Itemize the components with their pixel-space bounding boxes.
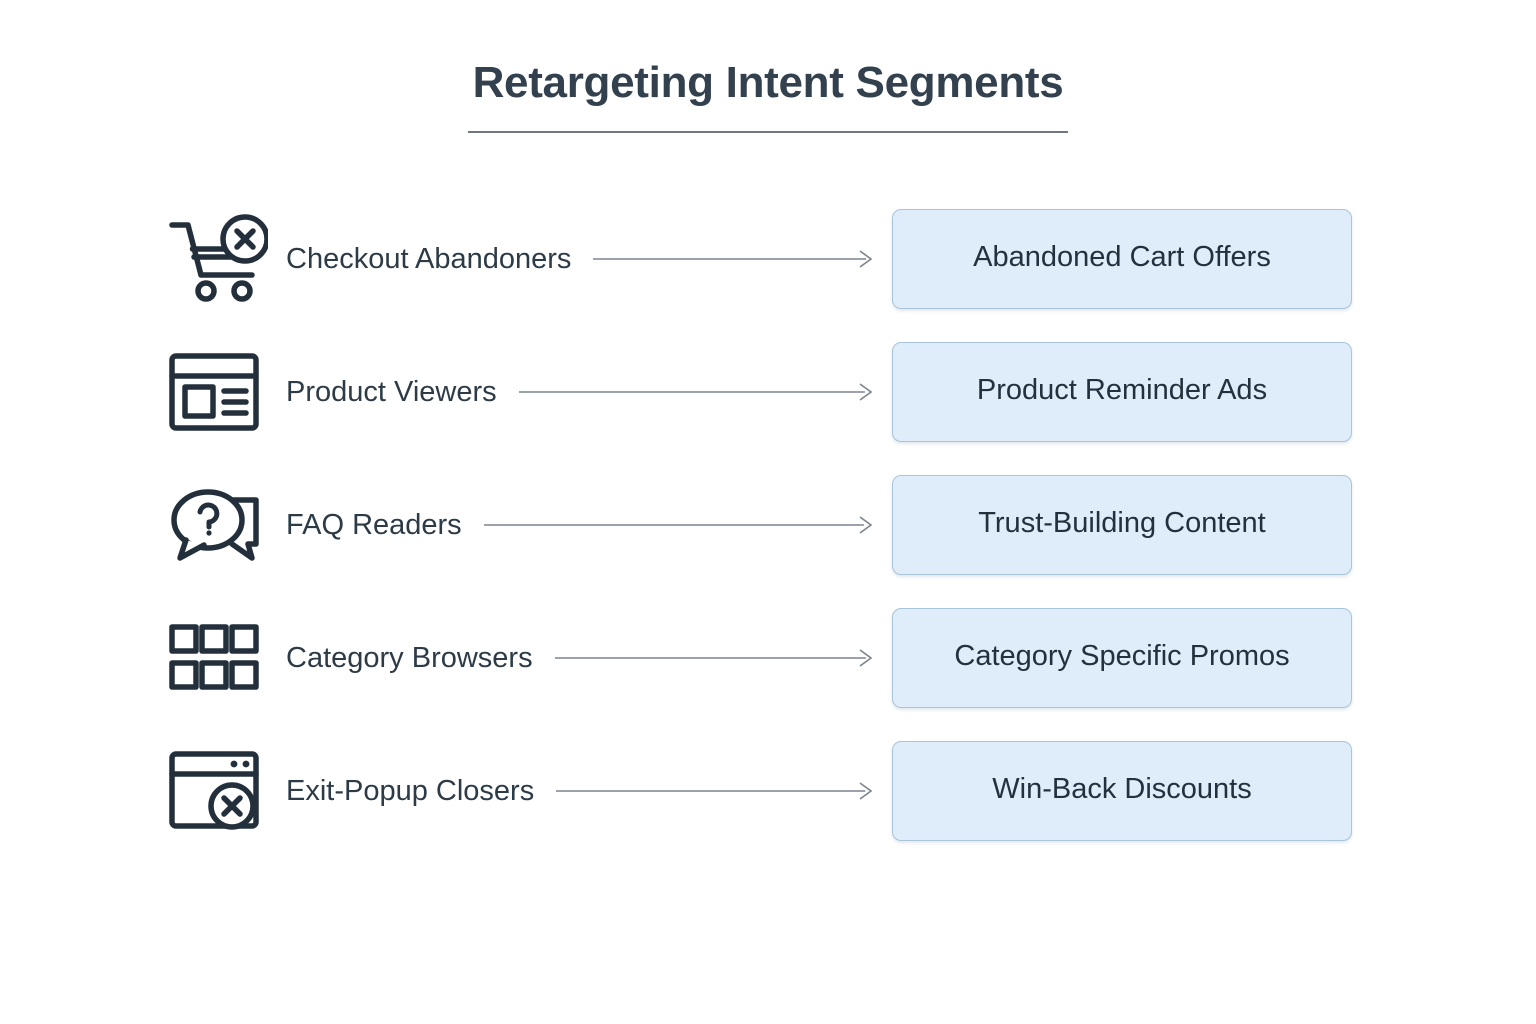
segment-flow-list: Checkout Abandoners Abandoned Cart Offer… xyxy=(0,205,1536,870)
flow-arrow xyxy=(555,646,874,670)
flow-arrow xyxy=(519,380,874,404)
question-chat-icon xyxy=(168,482,280,568)
grid-squares-icon xyxy=(168,623,280,693)
action-box[interactable]: Abandoned Cart Offers xyxy=(892,209,1352,309)
action-label: Trust-Building Content xyxy=(978,506,1266,539)
flow-arrow xyxy=(484,513,874,537)
flow-row: Exit-Popup Closers Win-Back Discounts xyxy=(0,737,1536,870)
flow-arrow xyxy=(593,247,874,271)
flow-row: FAQ Readers Trust-Building Content xyxy=(0,471,1536,604)
page-title: Retargeting Intent Segments xyxy=(472,58,1064,107)
segment-label: Checkout Abandoners xyxy=(286,242,572,275)
segment-label: FAQ Readers xyxy=(286,508,462,541)
title-block: Retargeting Intent Segments xyxy=(0,58,1536,133)
action-box[interactable]: Trust-Building Content xyxy=(892,475,1352,575)
action-label: Product Reminder Ads xyxy=(976,373,1268,406)
action-label: Abandoned Cart Offers xyxy=(973,240,1271,273)
browser-close-icon xyxy=(168,750,280,832)
flow-arrow xyxy=(556,779,874,803)
title-underline-rule xyxy=(468,130,1068,133)
page-layout-icon xyxy=(168,352,280,432)
segment-label: Exit-Popup Closers xyxy=(286,774,535,807)
action-label: Win-Back Discounts xyxy=(992,772,1252,805)
flow-row: Checkout Abandoners Abandoned Cart Offer… xyxy=(0,205,1536,338)
action-box[interactable]: Product Reminder Ads xyxy=(892,342,1352,442)
action-box[interactable]: Category Specific Promos xyxy=(892,608,1352,708)
action-label: Category Specific Promos xyxy=(954,639,1290,672)
segment-label: Product Viewers xyxy=(286,375,497,408)
segment-label: Category Browsers xyxy=(286,641,533,674)
cart-remove-icon xyxy=(168,213,280,305)
flow-row: Category Browsers Category Specific Prom… xyxy=(0,604,1536,737)
action-box[interactable]: Win-Back Discounts xyxy=(892,741,1352,841)
flow-row: Product Viewers Product Reminder Ads xyxy=(0,338,1536,471)
